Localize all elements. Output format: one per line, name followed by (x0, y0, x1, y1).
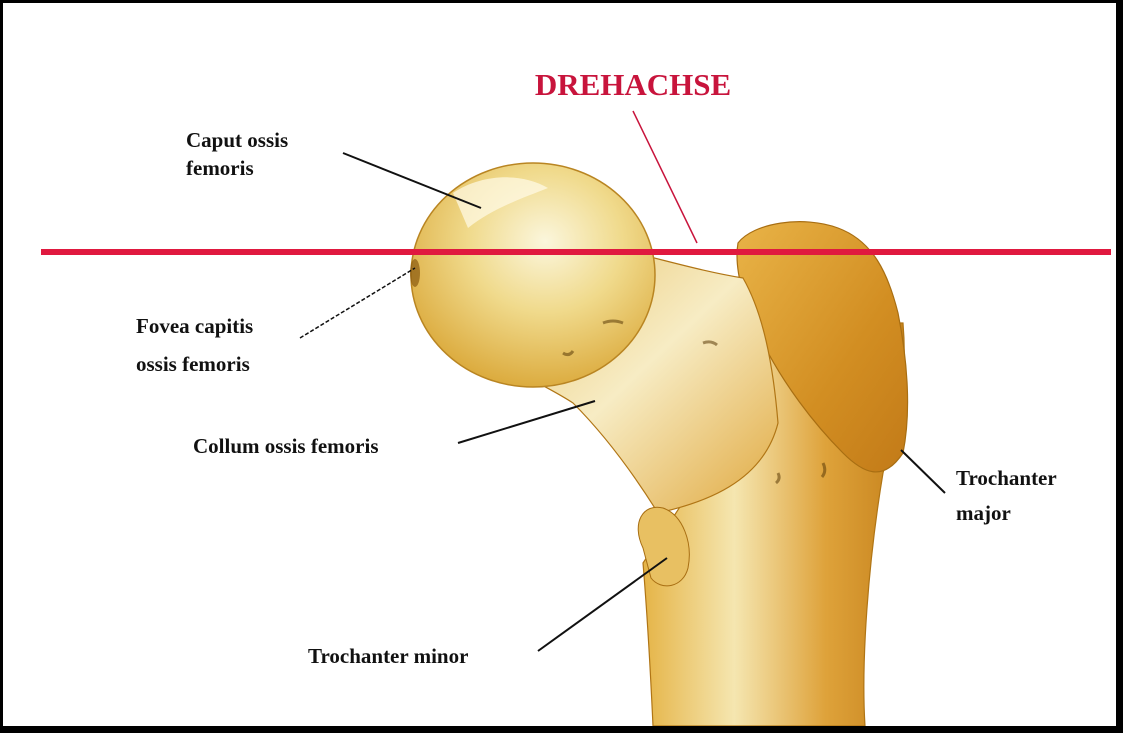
label-trochanter-major-line2: major (956, 501, 1011, 525)
label-caput-line2: femoris (186, 156, 254, 180)
label-trochanter-minor: Trochanter minor (308, 644, 468, 668)
leader-collum (458, 401, 595, 443)
label-fovea-line2: ossis femoris (136, 352, 250, 376)
label-collum: Collum ossis femoris (193, 434, 379, 458)
femoral-head (411, 163, 655, 387)
label-fovea-line1: Fovea capitis (136, 314, 253, 338)
femur-diagram: DREHACHSE Caput ossis femoris Fovea capi… (3, 3, 1116, 726)
label-trochanter-major-line1: Trochanter (956, 466, 1057, 490)
leader-trochanter-major (901, 450, 945, 493)
drehachse-title: DREHACHSE (535, 67, 731, 102)
leader-drehachse (633, 111, 697, 243)
leader-caput (343, 153, 481, 208)
fovea-pit (410, 259, 420, 287)
leader-fovea (300, 268, 415, 338)
label-caput-line1: Caput ossis (186, 128, 288, 152)
